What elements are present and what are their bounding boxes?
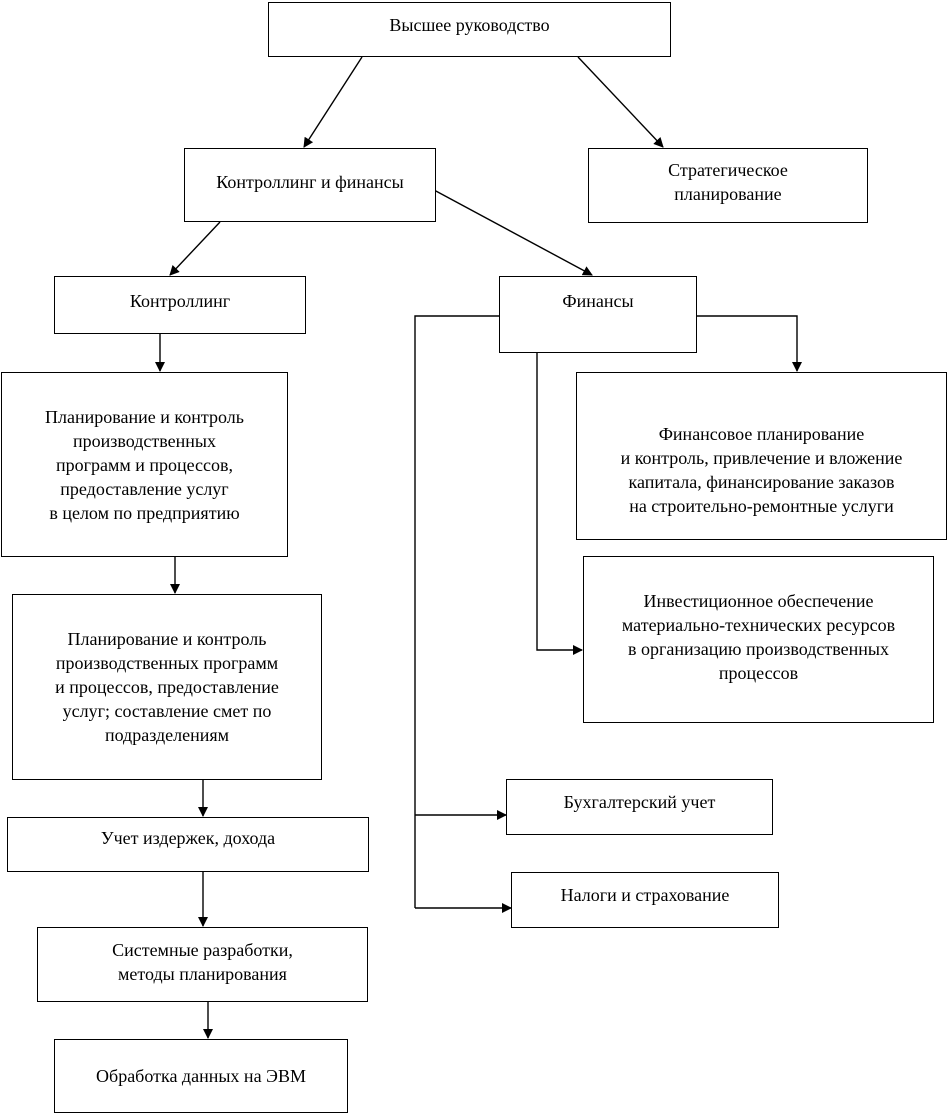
arrow-finance-to-investment xyxy=(536,352,583,655)
investment-box: Инвестиционное обеспечение материально-т… xyxy=(583,556,934,723)
arrow-top-to-strategic xyxy=(577,56,664,148)
taxes-insurance-box: Налоги и страхование xyxy=(511,872,779,928)
arrow-cf-to-controlling xyxy=(169,221,221,276)
data-processing-box: Обработка данных на ЭВМ xyxy=(54,1039,348,1113)
top-management-box: Высшее руководство xyxy=(268,2,671,57)
strategic-planning-box: Стратегическое планирование xyxy=(588,148,868,223)
finance-box: Финансы xyxy=(499,276,697,353)
controlling-finance-box: Контроллинг и финансы xyxy=(184,148,436,222)
system-development-box: Системные разработки, методы планировани… xyxy=(37,927,368,1002)
financial-planning-box: Финансовое планирование и контроль, прив… xyxy=(576,372,947,540)
cost-accounting-box: Учет издержек, дохода xyxy=(7,817,369,872)
arrow-cf-to-finance xyxy=(433,189,593,276)
finance-left-bus xyxy=(414,315,499,908)
accounting-box: Бухгалтерский учет xyxy=(506,779,773,835)
arrow-top-to-controlling-finance xyxy=(303,56,363,148)
controlling-box: Контроллинг xyxy=(54,276,306,334)
arrow-finance-to-financial-planning xyxy=(697,315,802,372)
planning-company-box: Планирование и контроль производственных… xyxy=(1,372,288,557)
planning-departments-box: Планирование и контроль производственных… xyxy=(12,594,322,780)
